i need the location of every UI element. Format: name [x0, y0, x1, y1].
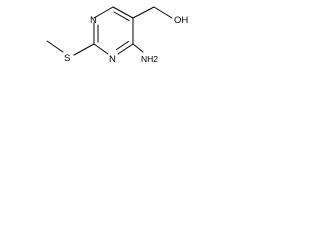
- atom-n-top: N: [90, 15, 97, 26]
- bond-c6-c5-inner: [113, 11, 130, 21]
- bond-c4-nh2: [132, 43, 144, 53]
- atom-s: S: [64, 53, 70, 64]
- bond-n3-c2: [93, 43, 109, 55]
- atom-n-bottom: N: [109, 54, 116, 65]
- bond-c2-s: [73, 43, 95, 56]
- atom-oh: OH: [174, 15, 188, 26]
- bonds: [46, 6, 173, 56]
- bond-c6-c5: [112, 6, 134, 19]
- bond-ch2-oh: [153, 6, 173, 19]
- atom-nh2: NH2: [141, 54, 158, 64]
- chemical-structure: N N S OH NH2: [46, 6, 188, 65]
- bond-s-ch3: [46, 40, 64, 53]
- bond-c4-n3: [117, 43, 134, 55]
- bond-c4-n3-inner: [116, 41, 129, 50]
- bond-c5-ch2: [132, 6, 155, 19]
- atom-labels: N N S OH NH2: [64, 15, 188, 65]
- bond-n1-c6: [93, 6, 114, 19]
